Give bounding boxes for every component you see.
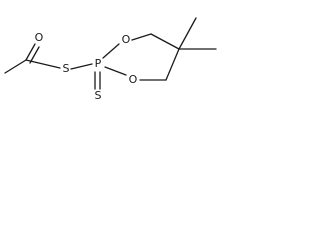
- bond-ch2-quaternary-upper: [150, 33, 180, 50]
- ring-oxygen-upper-label: O: [122, 33, 131, 46]
- bond-p-o-upper: [102, 43, 120, 59]
- thione-sulfur-label: S: [95, 89, 102, 102]
- structure-canvas: O S P O O S: [0, 0, 220, 126]
- bond-methyl-carbonyl: [4, 59, 27, 74]
- ring-oxygen-lower-label: O: [129, 73, 138, 86]
- thioester-sulfur-label: S: [63, 62, 70, 75]
- bond-carbonyl-sulfur: [25, 59, 61, 69]
- bond-o-upper-ch2: [131, 33, 152, 41]
- bond-sulfur-phosphorus: [70, 63, 93, 70]
- bond-methyl-upper: [178, 17, 197, 50]
- phosphorus-label: P: [95, 57, 102, 70]
- bond-quaternary-ch2-lower: [165, 48, 180, 81]
- bond-o-lower-p: [104, 66, 127, 76]
- bond-carbonyl-double-2: [29, 46, 40, 64]
- carbonyl-oxygen-label: O: [35, 31, 44, 44]
- chemical-structure: O S P O O S: [4, 17, 217, 102]
- bond-carbonyl-double-1: [25, 43, 36, 61]
